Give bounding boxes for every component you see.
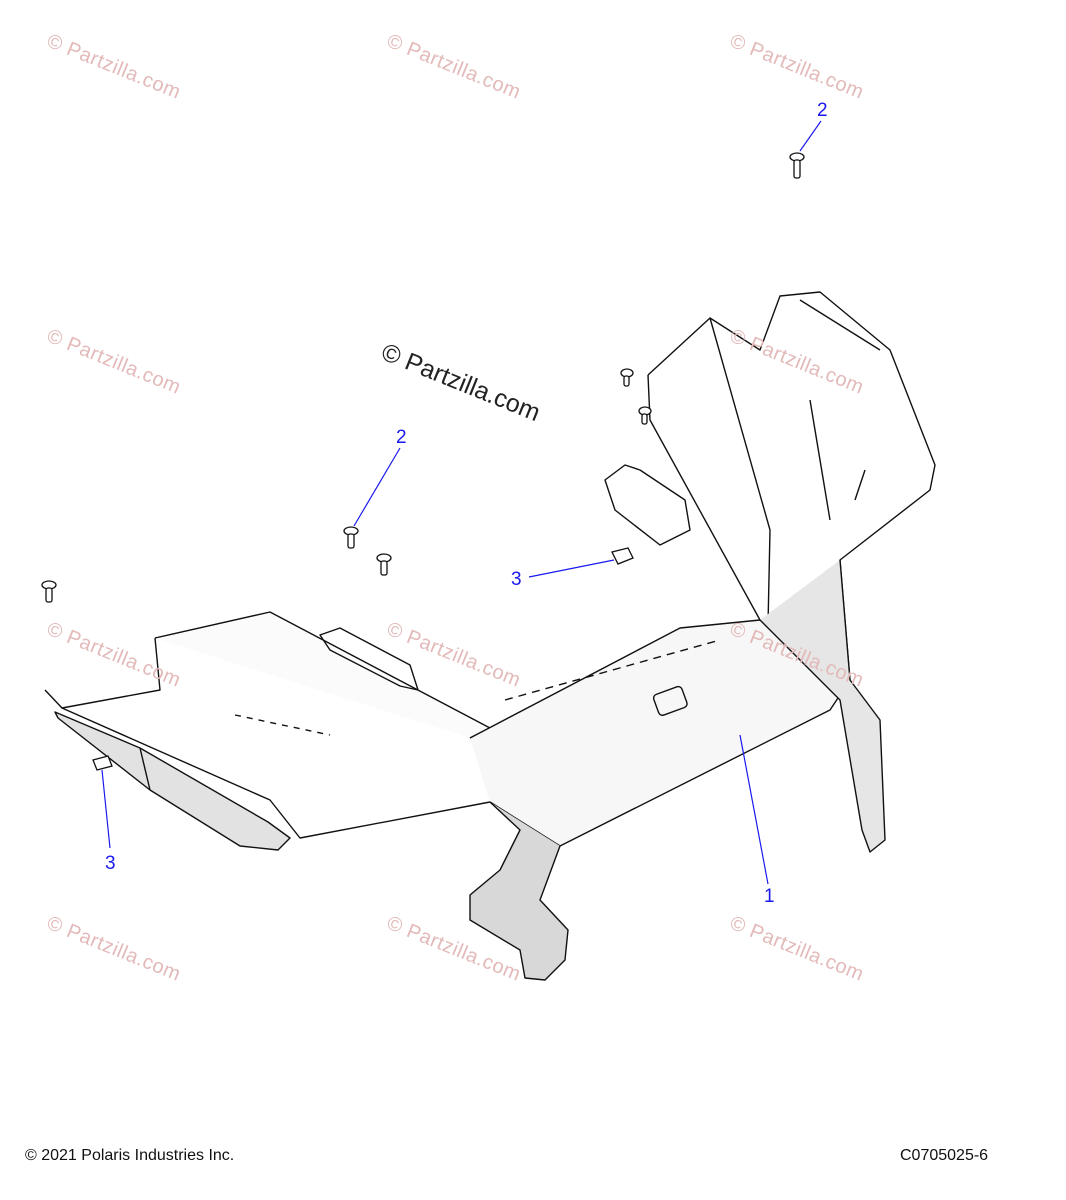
copyright-text: © 2021 Polaris Industries Inc. [25, 1147, 235, 1164]
callout-label[interactable]: 3 [105, 853, 116, 874]
fasteners [41, 152, 805, 771]
leader-lines [101, 120, 822, 885]
diagram-code: C0705025-6 [900, 1147, 989, 1164]
callout-label[interactable]: 2 [817, 100, 828, 121]
clip-nut-icon [92, 755, 113, 771]
screw-icon [376, 553, 392, 576]
screw-icon [41, 580, 57, 603]
clip-nut-icon [611, 547, 634, 565]
front-body-panel [44, 291, 936, 981]
screw-icon [638, 406, 652, 425]
callout-label[interactable]: 3 [511, 569, 522, 590]
screw-icon [789, 152, 805, 179]
callout-label[interactable]: 2 [396, 427, 407, 448]
callout-label[interactable]: 1 [764, 886, 775, 907]
screw-icon [343, 526, 359, 549]
screw-icon [620, 368, 634, 387]
